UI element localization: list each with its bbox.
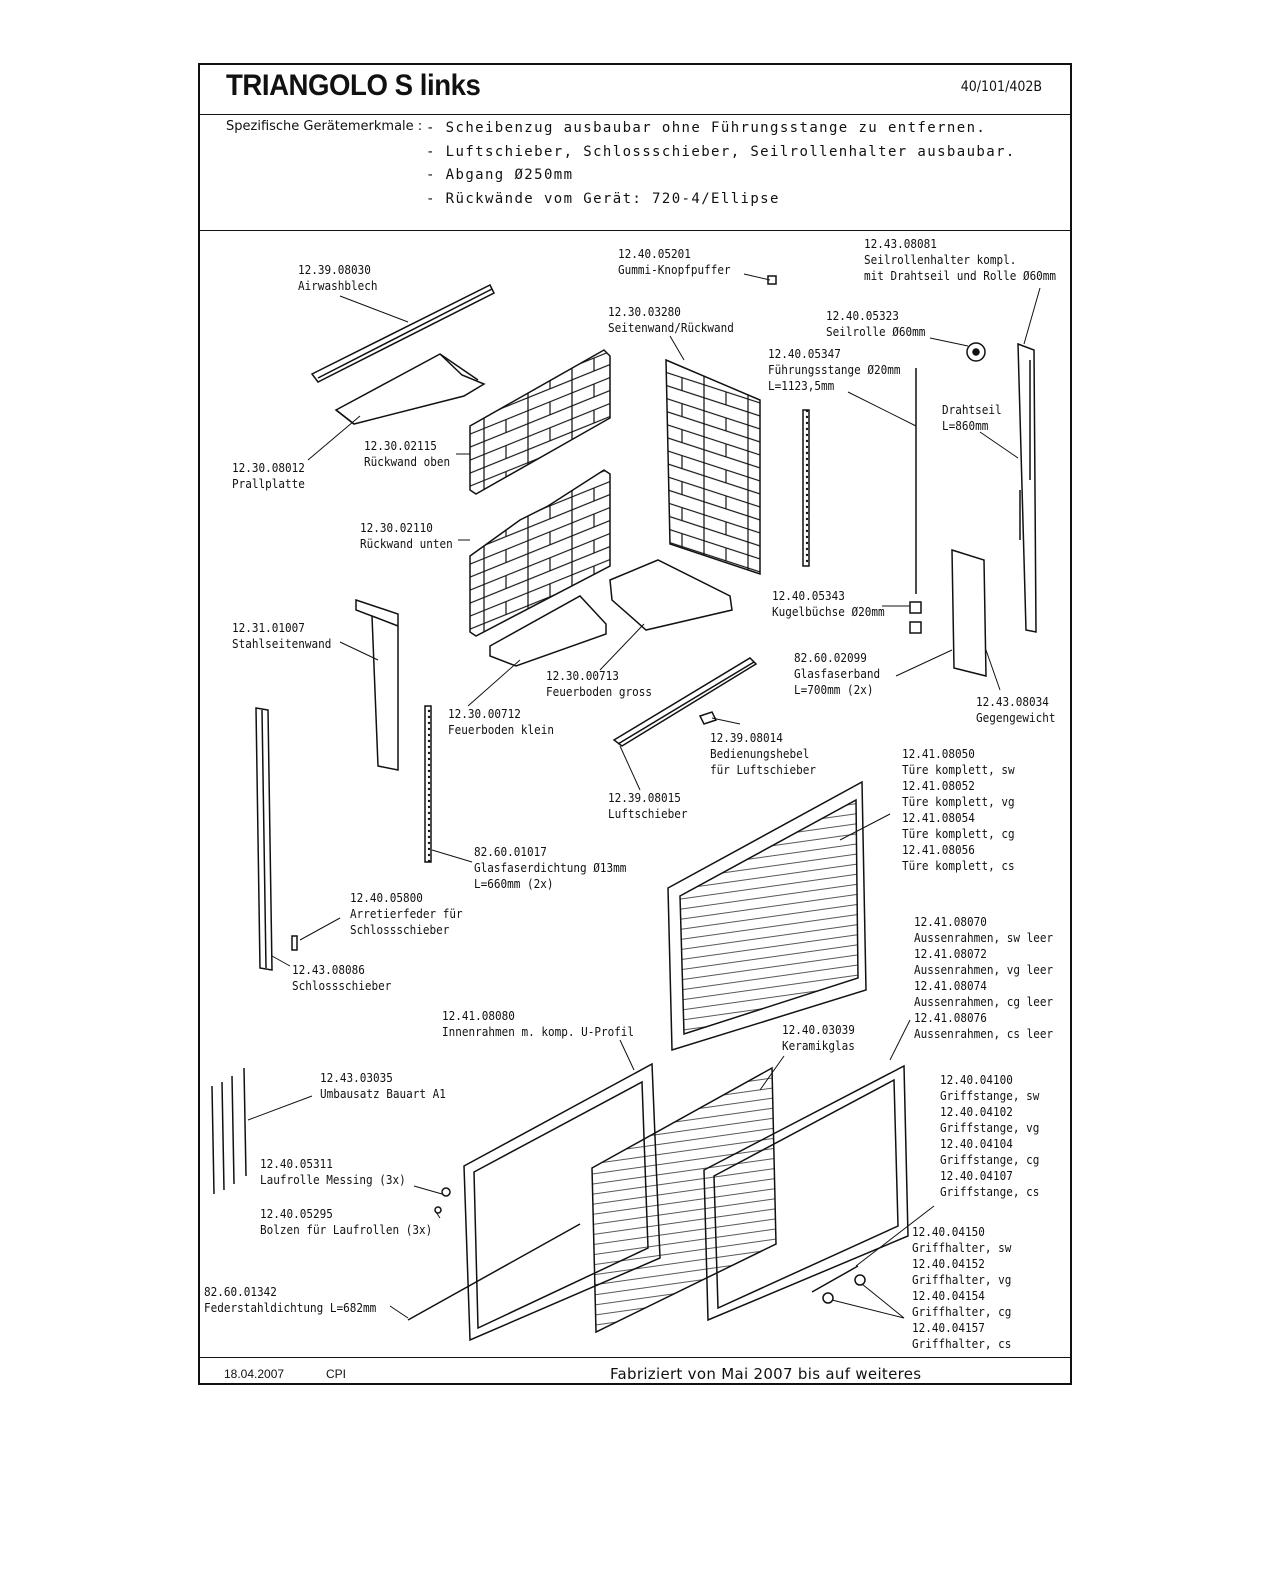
spec-divider [200, 230, 1070, 231]
spec-line-3: - Abgang Ø250mm [426, 167, 574, 183]
page-title: TRIANGOLO S links [226, 69, 481, 102]
footer-date: 18.04.2007 [224, 1367, 285, 1381]
title-divider [200, 114, 1070, 115]
footer-divider [200, 1357, 1070, 1358]
spec-line-4: - Rückwände vom Gerät: 720-4/Ellipse [426, 191, 780, 207]
drawing-sheet: TRIANGOLO S links 40/101/402B Spezifisch… [198, 63, 1072, 1385]
footer-author: CPI [326, 1367, 347, 1381]
footer-note: Fabriziert von Mai 2007 bis auf weiteres [610, 1365, 922, 1383]
spec-label: Spezifische Gerätemerkmale : [226, 119, 423, 134]
spec-line-1: - Scheibenzug ausbaubar ohne Führungssta… [426, 120, 987, 136]
spec-line-2: - Luftschieber, Schlossschieber, Seilrol… [426, 144, 1016, 160]
document-number: 40/101/402B [960, 79, 1042, 95]
